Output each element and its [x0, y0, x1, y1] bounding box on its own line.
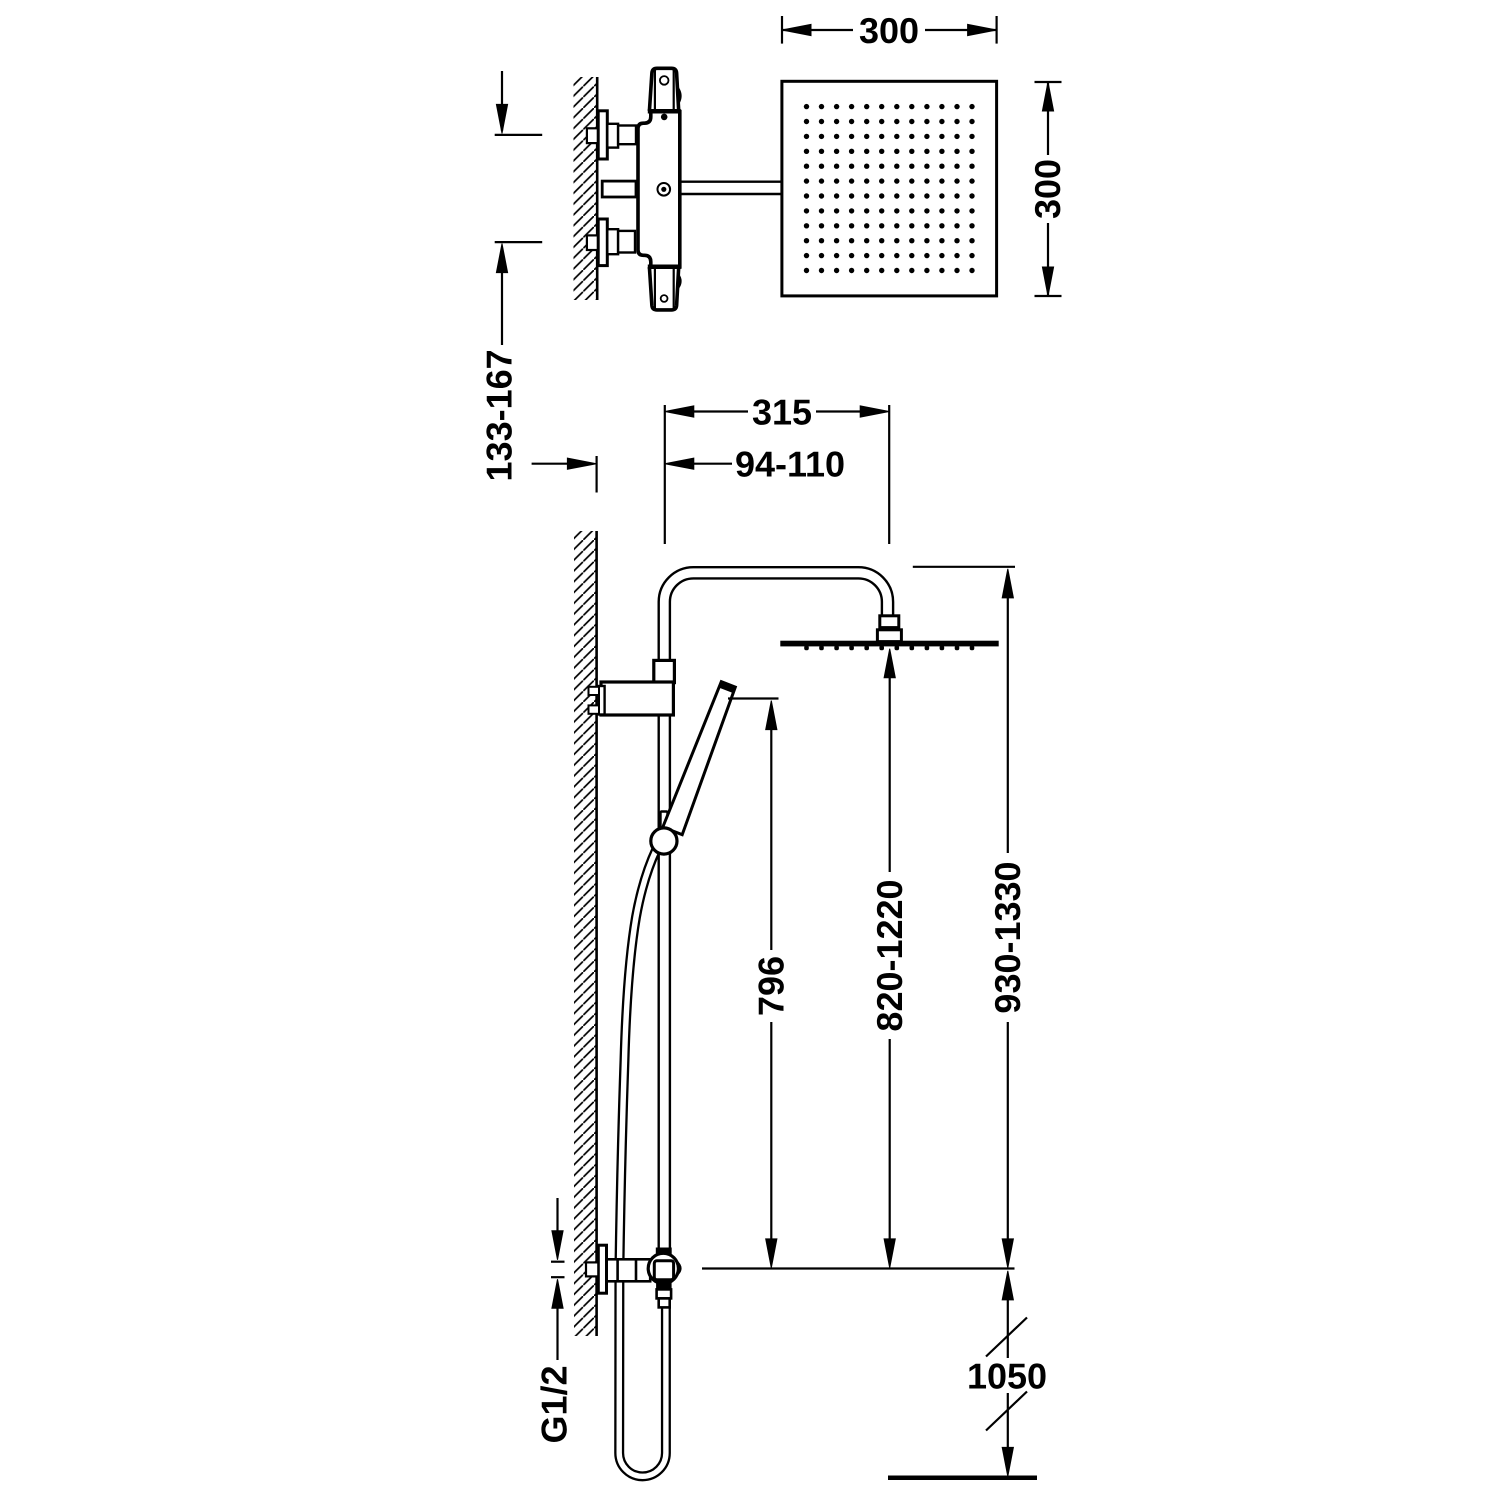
svg-text:G1/2: G1/2: [534, 1365, 575, 1443]
svg-text:820-1220: 820-1220: [869, 879, 910, 1031]
svg-text:1050: 1050: [967, 1356, 1047, 1397]
svg-text:300: 300: [859, 10, 919, 51]
svg-text:300: 300: [1027, 159, 1068, 219]
svg-text:930-1330: 930-1330: [987, 861, 1028, 1013]
svg-text:796: 796: [750, 956, 791, 1016]
svg-text:133-167: 133-167: [479, 349, 520, 481]
svg-text:315: 315: [752, 392, 812, 433]
svg-text:94-110: 94-110: [735, 444, 845, 485]
